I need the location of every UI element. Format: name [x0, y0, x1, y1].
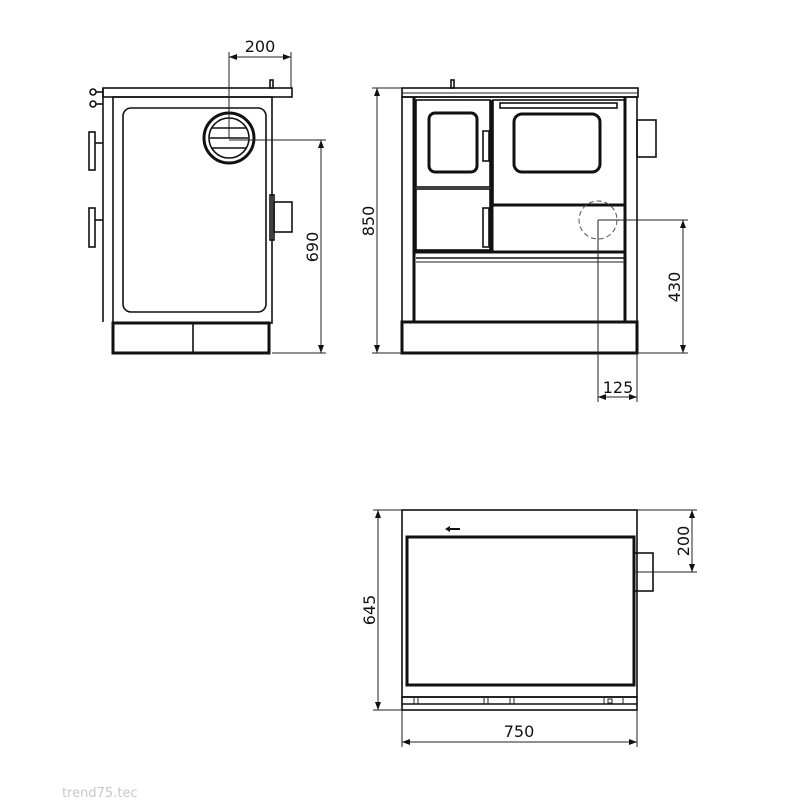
fire-door-window	[427, 111, 479, 174]
side-handle-lower	[88, 207, 103, 248]
dim-label-front-850: 850	[359, 206, 378, 237]
ash-door-handle	[482, 207, 490, 248]
fire-door	[415, 99, 491, 188]
dim-label-front-125: 125	[603, 378, 634, 397]
arrow-mark-icon	[445, 526, 460, 532]
side-view: 200 690	[88, 37, 326, 355]
side-handle-upper	[88, 131, 103, 171]
oven-window	[512, 112, 602, 174]
side-top-plate	[102, 87, 293, 98]
watermark: trend75.tec	[62, 786, 138, 800]
side-knobs	[89, 79, 274, 322]
front-flue-box	[636, 119, 657, 158]
front-view: 850 430 125	[359, 79, 688, 402]
dim-label-front-430: 430	[665, 272, 684, 303]
ash-door	[415, 188, 491, 251]
side-plinth	[111, 321, 271, 355]
rail-feet	[413, 697, 624, 704]
side-flue-box	[273, 201, 293, 233]
dim-label-top-200: 200	[674, 526, 693, 557]
fire-door-handle	[482, 130, 490, 162]
front-body	[401, 96, 638, 354]
dim-label-side-690: 690	[303, 232, 322, 263]
side-panel	[122, 107, 267, 313]
front-plinth	[400, 320, 639, 355]
dim-label-top-750: 750	[504, 722, 535, 741]
top-view: 645 200 750	[360, 509, 697, 747]
dim-label-top-645: 645	[360, 595, 379, 626]
dim-label-side-200: 200	[245, 37, 276, 56]
hotplate	[405, 535, 636, 687]
oven-door-handle	[499, 102, 618, 109]
